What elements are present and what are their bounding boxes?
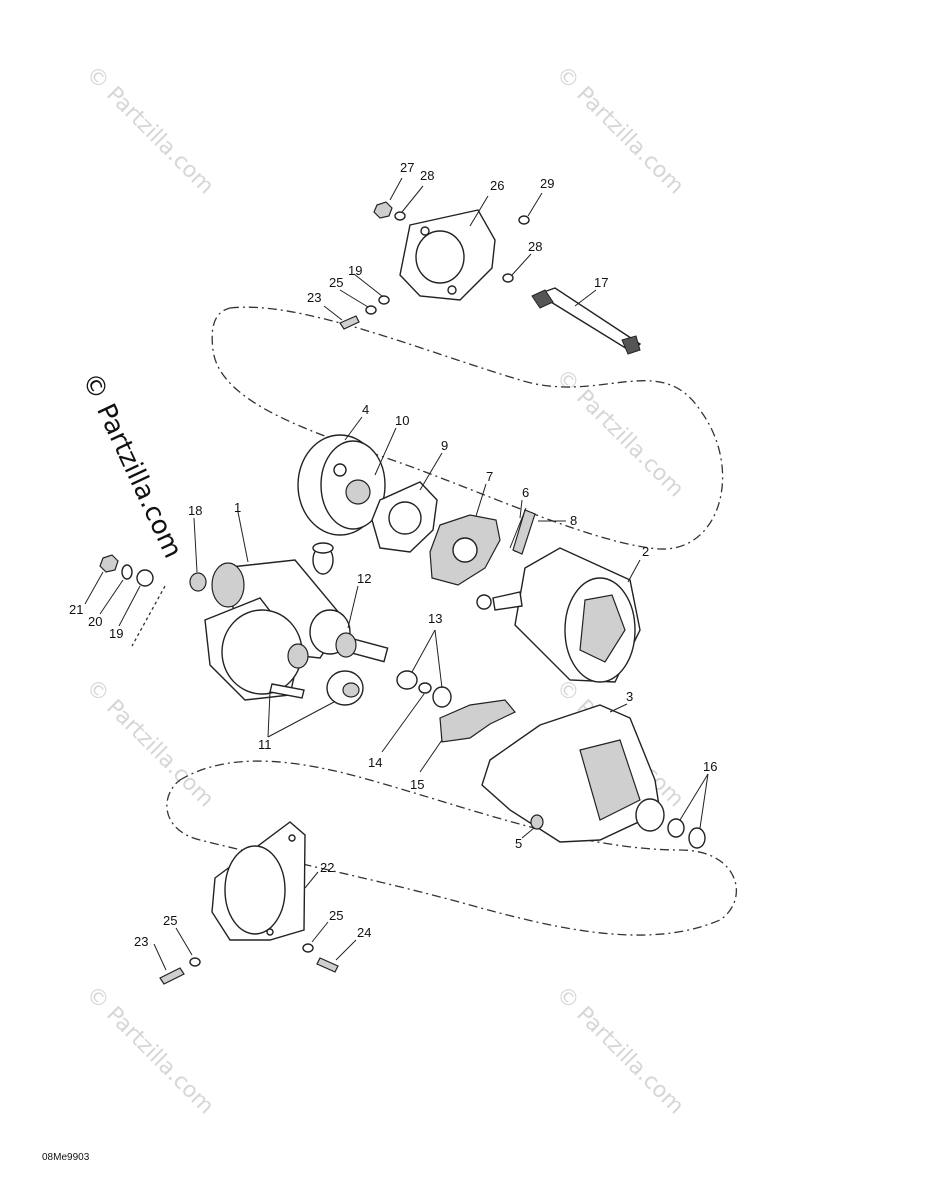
- part-7-brush-holder: [429, 514, 501, 586]
- callout-3: 3: [626, 689, 633, 704]
- callout-22: 22: [320, 860, 334, 875]
- part-3-drive-housing: [481, 704, 665, 843]
- part-13-bearing-inner: [432, 686, 452, 708]
- watermark-7: © Partzilla.com: [551, 982, 689, 1120]
- callout-12: 12: [357, 571, 371, 586]
- part-22-lower-bracket: [211, 821, 306, 941]
- callout-15: 15: [410, 777, 424, 792]
- callout-17: 17: [594, 275, 608, 290]
- part-10-bushing: [312, 542, 334, 575]
- part-21-nut: [99, 554, 119, 573]
- part-2-yoke-housing: [476, 547, 641, 683]
- callout-25-lower-left: 25: [163, 913, 177, 928]
- callout-24: 24: [357, 925, 371, 940]
- leader-lines: [84, 177, 709, 971]
- part-11-solenoid: [204, 597, 309, 701]
- callout-23-upper: 23: [307, 290, 321, 305]
- callout-20: 20: [88, 614, 102, 629]
- part-15-shift-lever: [439, 699, 516, 743]
- callout-10: 10: [395, 413, 409, 428]
- watermark-main: © Partzilla.com: [76, 368, 188, 563]
- callout-21: 21: [69, 602, 83, 617]
- callout-16: 16: [703, 759, 717, 774]
- callout-19-upper: 19: [348, 263, 362, 278]
- callout-11: 11: [258, 737, 272, 752]
- callout-28-lower: 28: [528, 239, 542, 254]
- callout-2: 2: [642, 544, 649, 559]
- callout-5: 5: [515, 836, 522, 851]
- part-23-bolt-upper: [339, 315, 360, 330]
- callout-29: 29: [540, 176, 554, 191]
- drawing-code: 08Me9903: [42, 1152, 90, 1163]
- part-25-washer-lower-left: [189, 957, 201, 967]
- part-13-bearing-outer: [396, 670, 418, 690]
- part-29-washer: [518, 215, 530, 225]
- watermark-3: © Partzilla.com: [551, 365, 689, 503]
- callout-26: 26: [490, 178, 504, 193]
- part-24-bolt: [316, 957, 339, 973]
- callout-7: 7: [486, 469, 493, 484]
- callout-18: 18: [188, 503, 202, 518]
- watermark-6: © Partzilla.com: [81, 982, 219, 1120]
- part-14-washer: [418, 682, 432, 694]
- callout-14: 14: [368, 755, 382, 770]
- lower-assembly-boundary: [166, 760, 737, 936]
- part-27-nut: [373, 201, 393, 219]
- callout-8: 8: [570, 513, 577, 528]
- part-wire-lead: [131, 585, 166, 647]
- upper-assembly-boundary: [211, 306, 724, 550]
- callout-28-upper: 28: [420, 168, 434, 183]
- part-28-washer-lower: [502, 273, 514, 283]
- callout-6: 6: [522, 485, 529, 500]
- callout-25-upper: 25: [329, 275, 343, 290]
- callout-labels: 27 28 26 29 28 17 19 25 23 4 10 9 7 6 8 …: [69, 160, 717, 949]
- part-26-mounting-bracket: [399, 209, 496, 301]
- part-16-bushing: [667, 818, 706, 849]
- callout-19-left: 19: [109, 626, 123, 641]
- part-18-nut: [189, 572, 207, 592]
- watermark-4: © Partzilla.com: [81, 675, 219, 813]
- part-11-cap: [326, 670, 364, 706]
- part-17-through-bolt: [531, 287, 642, 355]
- part-5-nut: [530, 814, 544, 830]
- part-23-bolt-lower: [159, 967, 185, 985]
- callout-25-lower-right: 25: [329, 908, 343, 923]
- callout-23-lower: 23: [134, 934, 148, 949]
- callout-27: 27: [400, 160, 414, 175]
- callout-9: 9: [441, 438, 448, 453]
- part-12-pinion: [309, 609, 357, 658]
- part-28-washer-upper: [394, 211, 406, 221]
- part-20-washer: [121, 564, 133, 580]
- part-25-washer-lower-right: [302, 943, 314, 953]
- part-6-8-spring: [509, 507, 536, 555]
- part-19-washer-upper: [378, 295, 390, 305]
- part-4-end-cover: [297, 434, 386, 536]
- callout-4: 4: [362, 402, 369, 417]
- part-19-washer-left: [136, 569, 154, 587]
- watermark-2: © Partzilla.com: [551, 62, 689, 200]
- watermark-1: © Partzilla.com: [81, 62, 219, 200]
- callout-1: 1: [234, 500, 241, 515]
- part-25-washer-upper: [365, 305, 377, 315]
- callout-13: 13: [428, 611, 442, 626]
